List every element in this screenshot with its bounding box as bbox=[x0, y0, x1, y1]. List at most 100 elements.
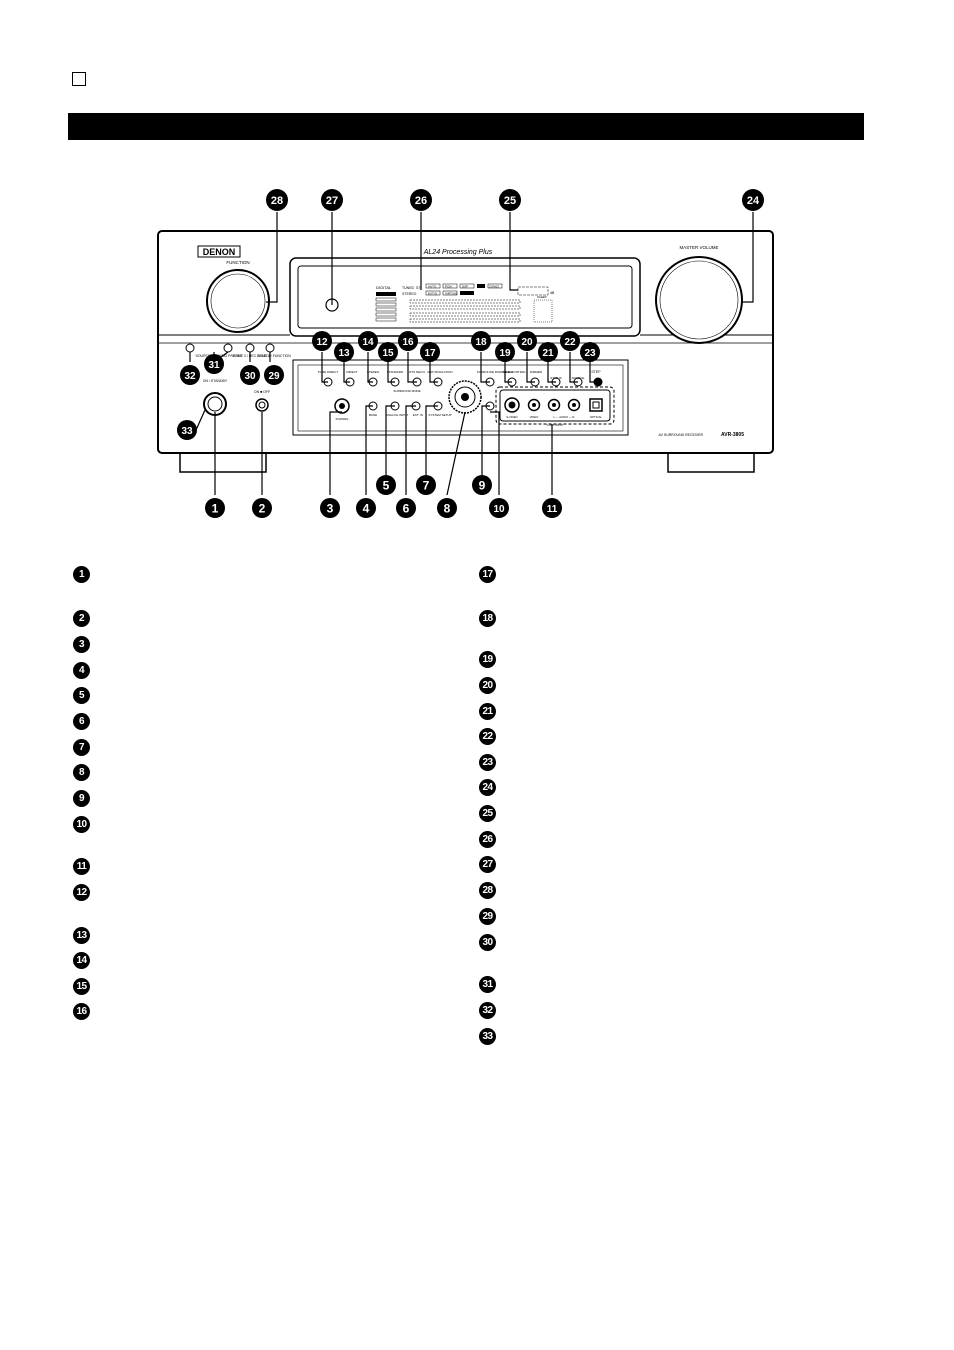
brand-logo bbox=[197, 245, 241, 258]
list-item: 18 bbox=[479, 610, 497, 628]
label-tuning-preset: TUNING PRESET bbox=[214, 354, 243, 358]
callout-13: 13 bbox=[334, 342, 354, 362]
svg-text:20: 20 bbox=[521, 337, 533, 348]
callout-19: 19 bbox=[495, 342, 515, 362]
list-item: 7 bbox=[73, 739, 91, 757]
callout-26: 26 bbox=[410, 189, 432, 211]
display-indicators bbox=[375, 283, 553, 323]
callout-15: 15 bbox=[378, 342, 398, 362]
button-zone4-function[interactable] bbox=[265, 343, 275, 353]
label-audio: L — AUDIO — R bbox=[554, 415, 575, 419]
list-number: 24 bbox=[479, 779, 496, 796]
label-input-area: V.AUX INPUT bbox=[546, 423, 564, 427]
callout-11: 11 bbox=[542, 498, 562, 518]
list-number: 13 bbox=[73, 927, 90, 944]
callout-30: 30 bbox=[240, 365, 260, 385]
list-item: 8 bbox=[73, 764, 91, 782]
list-item: 2 bbox=[73, 610, 91, 628]
label-source: SOURCE bbox=[572, 376, 585, 380]
section-title-bar bbox=[68, 113, 864, 140]
list-number: 11 bbox=[73, 858, 90, 875]
list-item: 5 bbox=[73, 687, 91, 705]
function-knob[interactable] bbox=[206, 269, 270, 333]
label-dts-neo6: DTS NEO:6 bbox=[409, 370, 425, 374]
svg-text:24: 24 bbox=[747, 195, 760, 207]
label-surround-mode: SURROUND MODE bbox=[393, 389, 420, 393]
list-item: 17 bbox=[479, 566, 497, 584]
svg-text:33: 33 bbox=[181, 426, 193, 437]
label-tone-control: TONE CONTROL bbox=[502, 370, 526, 374]
callout-29: 29 bbox=[264, 365, 284, 385]
callout-20: 20 bbox=[517, 331, 537, 351]
callout-22: 22 bbox=[560, 331, 580, 351]
svg-text:21: 21 bbox=[542, 348, 554, 359]
list-number: 20 bbox=[479, 677, 496, 694]
callout-28: 28 bbox=[266, 189, 288, 211]
list-number: 9 bbox=[73, 790, 90, 807]
svg-text:5: 5 bbox=[383, 479, 390, 493]
button-source[interactable] bbox=[185, 343, 195, 353]
label-ext-in: EXT. IN bbox=[413, 413, 423, 417]
svg-text:11: 11 bbox=[547, 504, 558, 515]
callout-12: 12 bbox=[312, 331, 332, 351]
svg-text:16: 16 bbox=[402, 337, 414, 348]
button-tuning-preset[interactable] bbox=[223, 343, 233, 353]
list-item: 10 bbox=[73, 816, 91, 834]
left-foot bbox=[179, 451, 267, 473]
list-number: 23 bbox=[479, 754, 496, 771]
label-phones: PHONES bbox=[336, 417, 349, 421]
master-volume-knob[interactable] bbox=[655, 256, 743, 344]
list-number: 19 bbox=[479, 651, 496, 668]
display-label-virtual: VIRTUAL bbox=[445, 292, 458, 296]
list-item: 33 bbox=[479, 1028, 497, 1046]
label-pure-direct: PURE DIRECT bbox=[318, 370, 339, 374]
label-svideo: S-VIDEO bbox=[506, 415, 518, 419]
callout-4: 4 bbox=[356, 498, 376, 518]
master-volume-label: MASTER VOLUME bbox=[679, 245, 718, 250]
section-checkbox bbox=[72, 72, 86, 86]
svg-text:32: 32 bbox=[184, 371, 196, 382]
display-label-sleep: SLEEP bbox=[537, 295, 547, 299]
callout-16: 16 bbox=[398, 331, 418, 351]
list-number: 10 bbox=[73, 816, 90, 833]
svg-text:10: 10 bbox=[493, 504, 505, 515]
display-label-stereo: STEREO bbox=[402, 292, 417, 296]
list-item: 4 bbox=[73, 662, 91, 680]
svg-text:25: 25 bbox=[504, 195, 516, 207]
display-label-db: dB bbox=[550, 291, 555, 295]
svg-text:29: 29 bbox=[268, 371, 280, 382]
callout-21: 21 bbox=[538, 342, 558, 362]
label-dimmer: DIMMER bbox=[530, 370, 543, 374]
callout-31: 31 bbox=[204, 354, 224, 374]
callout-17: 17 bbox=[420, 342, 440, 362]
power-label: ON / STANDBY bbox=[203, 379, 228, 383]
svg-text:8: 8 bbox=[444, 502, 451, 516]
leader-lines bbox=[189, 212, 754, 496]
svg-text:30: 30 bbox=[244, 371, 256, 382]
optical-jack[interactable] bbox=[589, 398, 603, 412]
processing-label: AL24 Processing Plus bbox=[423, 249, 493, 256]
callout-24: 24 bbox=[742, 189, 764, 211]
label-step: STEP bbox=[591, 370, 601, 374]
svg-text:28: 28 bbox=[271, 195, 283, 207]
list-item: 24 bbox=[479, 779, 497, 797]
svg-text:13: 13 bbox=[338, 348, 350, 359]
callout-5: 5 bbox=[376, 475, 396, 495]
list-item: 29 bbox=[479, 908, 497, 926]
legend-list-left: 1 2 3 4 5 6 7 8 9 10 11 12 13 14 15 16 bbox=[73, 566, 91, 1026]
svg-text:14: 14 bbox=[362, 337, 374, 348]
list-number: 1 bbox=[73, 566, 90, 583]
list-number: 3 bbox=[73, 636, 90, 653]
list-number: 33 bbox=[479, 1028, 496, 1045]
label-system-setup: SYSTEM SETUP bbox=[428, 413, 451, 417]
display-label-zone2: ZONE2 bbox=[489, 285, 499, 289]
callout-27: 27 bbox=[321, 189, 343, 211]
display-window bbox=[297, 265, 633, 329]
label-zone2: SOURCE bbox=[196, 354, 212, 358]
model-label: AV SURROUND RECEIVER bbox=[659, 433, 704, 437]
list-item: 14 bbox=[73, 952, 91, 970]
label-standard: STANDARD bbox=[387, 370, 404, 374]
button-zone3-rec-select[interactable] bbox=[245, 343, 255, 353]
label-direct: DIRECT bbox=[346, 370, 357, 374]
svg-text:27: 27 bbox=[326, 195, 338, 207]
